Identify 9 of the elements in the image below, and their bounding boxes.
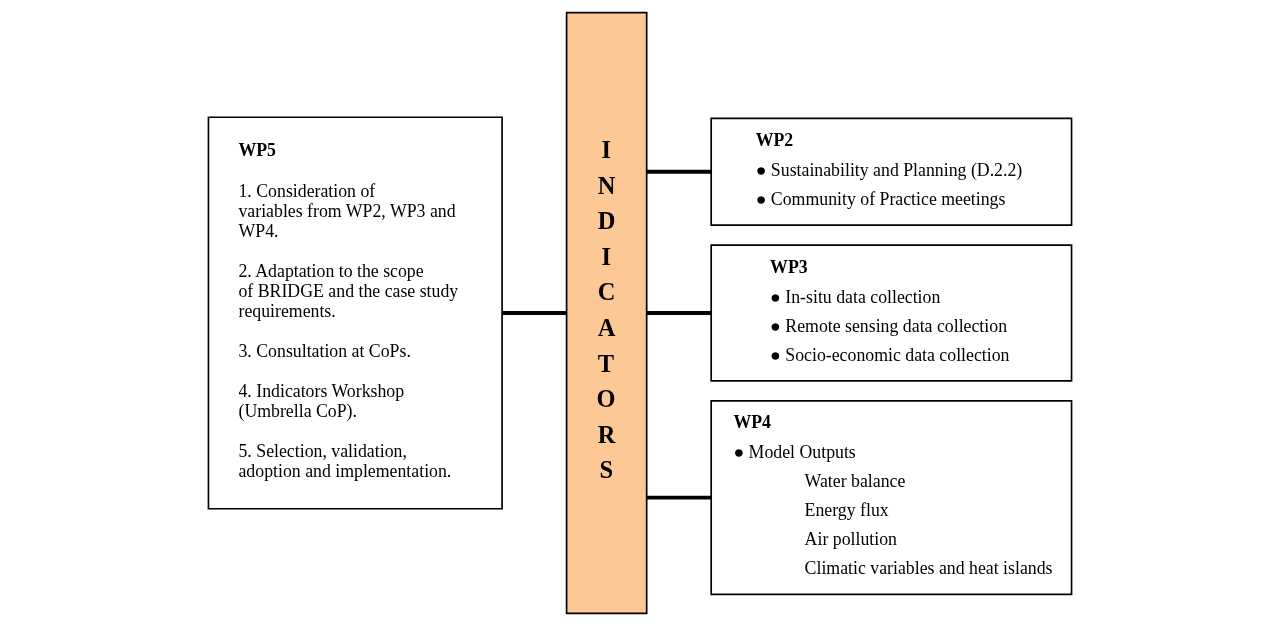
node-box: WP5 1. Consideration of variables from WP2, WP3 and WP4. 2. Adaptation to the scope of BRIDGE and the case study requirements. 3. Consultation at CoPs. 4. Indicators Workshop (Umbrella CoP). 5. Selection, validation, adoption and implementation. [207,116,503,510]
connector [646,311,711,315]
node-box: WP2 ● Sustainability and Planning (D.2.2) ● Community of Practice meetings [710,117,1073,226]
node-box: I N D I C A T O R S [565,11,648,615]
connector [646,169,711,174]
node-box: WP4 ● Model Outputs Water balance Energy flux Air pollution Climatic variables and heat islands [710,400,1073,596]
node-box: WP3 ● In-situ data collection ● Remote sensing data collection ● Socio-economic data collection [710,244,1073,382]
connector [502,311,567,315]
connector [646,495,711,500]
